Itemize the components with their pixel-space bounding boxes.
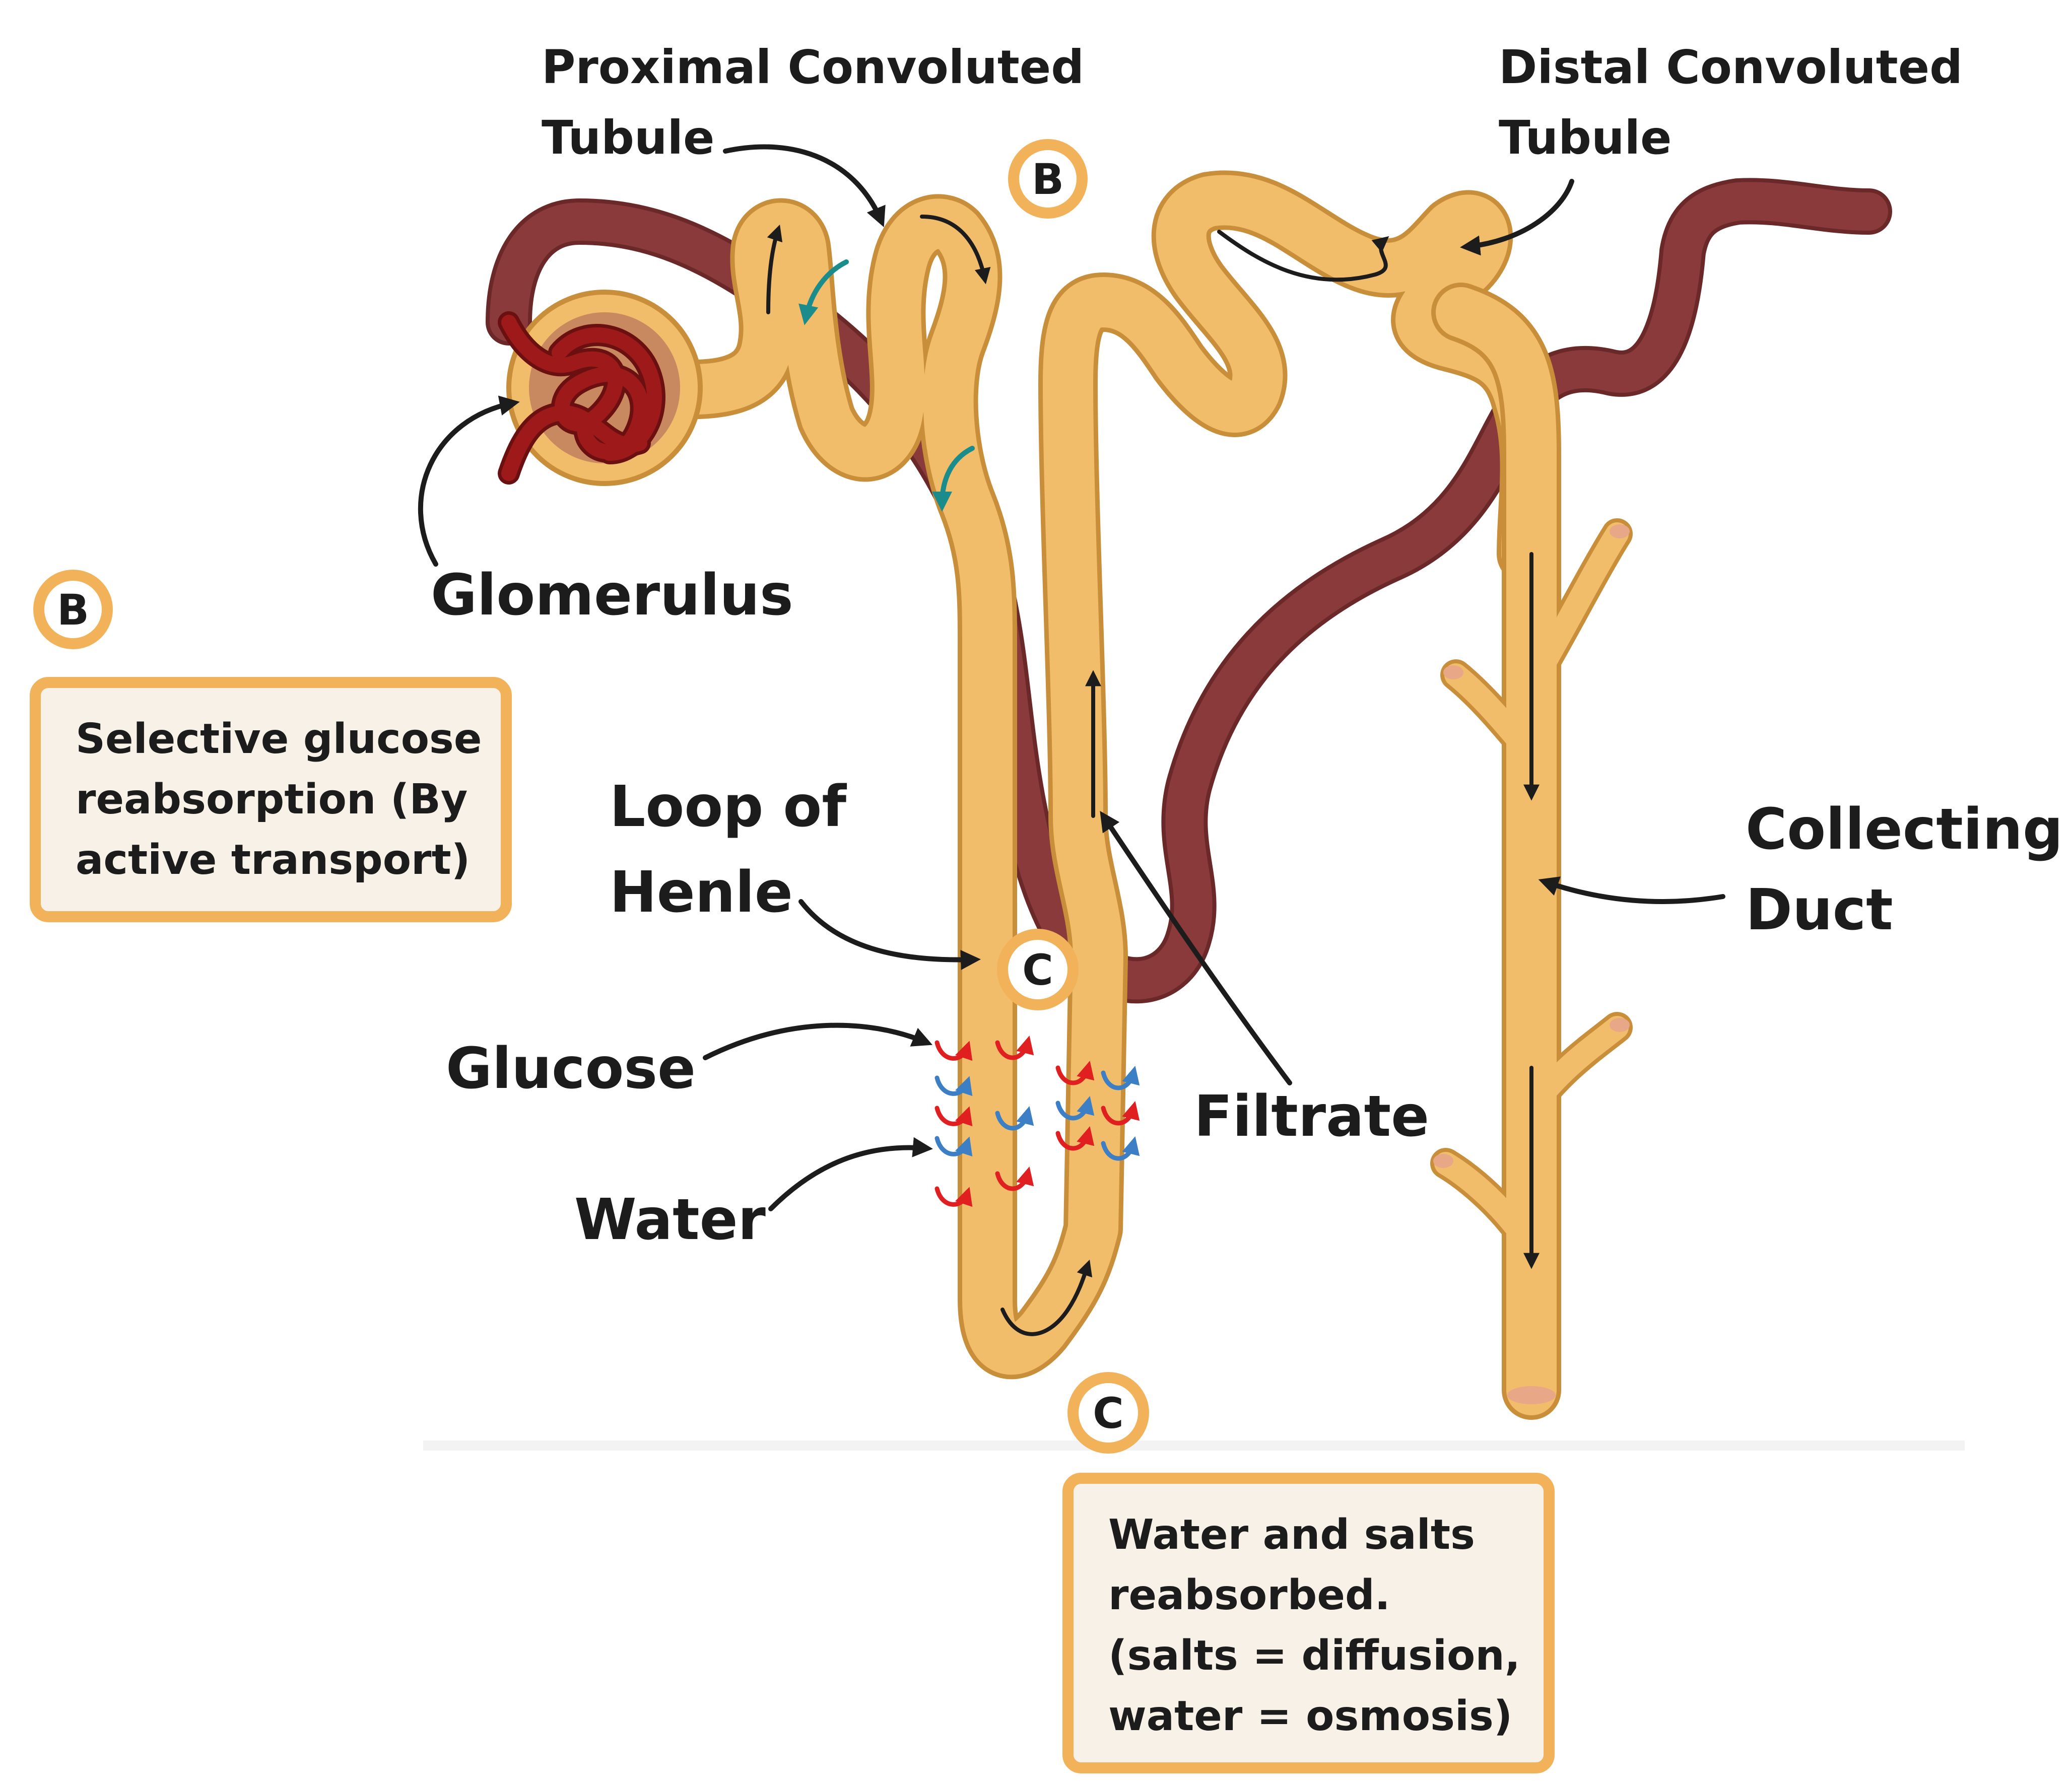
pointer-filtrate — [1100, 811, 1292, 1085]
teal-arrow-1 — [798, 259, 849, 325]
label-filtrate: Filtrate — [1194, 1084, 1429, 1149]
teal-reabsorption-arrows — [798, 259, 975, 512]
glucose-arrow — [1055, 1061, 1095, 1085]
label-glomerulus: Glomerulus — [431, 563, 793, 628]
info-box-c-line1: Water and salts — [1108, 1511, 1475, 1559]
pointer-dct — [1460, 179, 1574, 256]
info-box-c-line2: reabsorbed. — [1108, 1571, 1390, 1619]
info-box-c-line3: (salts = diffusion, — [1108, 1632, 1520, 1680]
water-arrow — [1055, 1096, 1095, 1121]
label-collecting-line2: Duct — [1746, 877, 1893, 943]
flow-arrows — [766, 215, 1540, 1336]
water-arrow — [1101, 1066, 1140, 1090]
label-dct-line1: Distal Convoluted — [1499, 40, 1963, 94]
info-box-b: Selective glucose reabsorption (By activ… — [30, 677, 512, 922]
flow-arrow-pct-bend — [920, 215, 991, 285]
label-pointers — [418, 144, 1725, 1211]
teal-arrow-2 — [932, 446, 975, 512]
info-box-b-line2: reabsorption (By — [76, 776, 467, 824]
label-glucose: Glucose — [446, 1036, 696, 1102]
svg-text:C: C — [1093, 1389, 1124, 1438]
info-box-b-line1: Selective glucose — [76, 715, 482, 763]
label-water: Water — [574, 1187, 766, 1253]
water-arrow — [934, 1136, 973, 1157]
svg-text:C: C — [1022, 945, 1053, 995]
flow-arrow-loop — [1000, 1259, 1093, 1336]
label-loop-line1: Loop of — [610, 774, 847, 840]
water-arrow — [934, 1075, 973, 1096]
label-pct-line2: Tubule — [542, 111, 714, 165]
badge-c-bottom: C — [1067, 1372, 1149, 1454]
label-collecting-line1: Collecting — [1746, 797, 2063, 862]
svg-text:B: B — [1032, 155, 1064, 204]
reabsorption-squiggles — [934, 1036, 1140, 1207]
glucose-arrow — [1055, 1126, 1095, 1151]
glucose-arrow — [1101, 1101, 1140, 1126]
glomerulus-capillaries-inner — [501, 315, 662, 481]
svg-text:B: B — [57, 585, 89, 635]
pointer-collecting — [1538, 876, 1725, 904]
collecting-duct — [1430, 283, 1633, 1420]
glucose-arrow — [995, 1036, 1034, 1060]
glucose-arrow — [934, 1186, 973, 1207]
info-box-c: Water and salts reabsorbed. (salts = dif… — [1062, 1473, 1555, 1773]
badge-b-top: B — [1008, 139, 1088, 219]
pointer-water — [768, 1137, 933, 1211]
ground-shadow — [423, 1441, 1965, 1451]
water-arrow — [995, 1106, 1034, 1131]
glucose-arrow — [934, 1040, 973, 1061]
flow-arrow-dct — [1217, 230, 1389, 282]
label-dct-line2: Tubule — [1499, 111, 1672, 165]
pointer-pct — [723, 144, 886, 228]
label-pct-line1: Proximal Convoluted — [542, 40, 1084, 94]
label-loop-line2: Henle — [610, 860, 793, 925]
water-arrow — [1101, 1136, 1140, 1161]
badge-b-side: B — [33, 570, 113, 649]
badge-c-loop: C — [997, 929, 1079, 1010]
nephron-tubule — [625, 170, 1633, 1420]
glucose-arrow — [995, 1167, 1034, 1191]
pointer-loop — [798, 899, 981, 970]
glucose-arrow — [934, 1106, 973, 1127]
flow-arrow-pct-up — [766, 224, 783, 314]
pointer-glomerulus — [418, 395, 520, 567]
pointer-glucose — [703, 1022, 933, 1060]
info-box-c-line4: water = osmosis) — [1108, 1692, 1512, 1740]
info-box-b-line3: active transport) — [76, 836, 470, 884]
